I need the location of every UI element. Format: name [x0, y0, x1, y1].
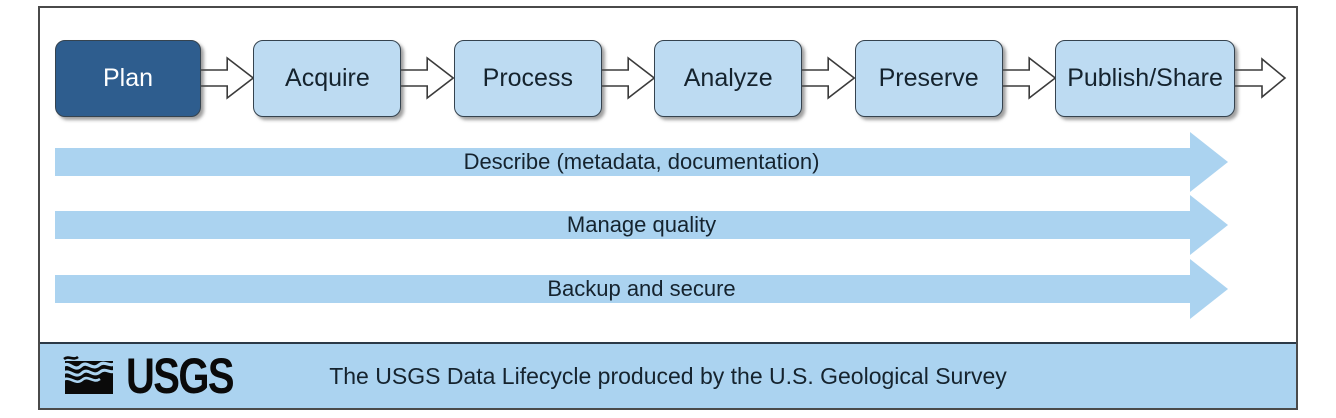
lifecycle-stages-row: Plan Acquire Process Analyze — [40, 38, 1296, 118]
activity-label: Describe (metadata, documentation) — [463, 149, 820, 174]
flow-arrow-icon — [199, 55, 255, 101]
diagram-frame: Plan Acquire Process Analyze — [38, 6, 1298, 410]
stage-label: Preserve — [878, 63, 979, 92]
flow-arrow-end-icon — [1233, 55, 1288, 101]
arrow-head-icon — [1190, 132, 1228, 192]
arrow-head-icon — [1190, 195, 1228, 255]
usgs-logo: USGS — [40, 351, 260, 401]
flow-arrow-icon — [399, 55, 455, 101]
stage-analyze: Analyze — [654, 39, 803, 117]
usgs-wave-icon — [62, 355, 118, 394]
arrow-shaft — [55, 148, 1190, 176]
arrow-shaft — [55, 211, 1190, 239]
usgs-wordmark: USGS — [126, 348, 235, 404]
flow-arrow-icon — [599, 55, 656, 101]
activity-label: Backup and secure — [547, 276, 736, 301]
stage-plan: Plan — [55, 39, 201, 117]
flow-arrow-icon — [1000, 55, 1057, 101]
stage-label: Process — [482, 63, 573, 92]
arrow-head-icon — [1190, 259, 1228, 319]
stage-label: Publish/Share — [1067, 63, 1223, 92]
activity-label: Manage quality — [566, 212, 717, 237]
stage-acquire: Acquire — [253, 39, 402, 117]
flow-arrow-icon — [800, 55, 856, 101]
activity-bar-describe: Describe (metadata, documentation) — [55, 132, 1228, 192]
stage-process: Process — [453, 39, 602, 117]
stage-label: Acquire — [285, 63, 370, 92]
stage-label: Analyze — [683, 63, 773, 92]
stage-publish-share: Publish/Share — [1055, 39, 1236, 117]
stage-preserve: Preserve — [854, 39, 1003, 117]
activity-bar-backup-secure: Backup and secure — [55, 259, 1228, 319]
footer-bar: USGS The USGS Data Lifecycle produced by… — [40, 342, 1296, 408]
activity-bar-manage-quality: Manage quality — [55, 195, 1228, 255]
stage-label: Plan — [102, 63, 154, 92]
arrow-shaft — [55, 275, 1190, 303]
